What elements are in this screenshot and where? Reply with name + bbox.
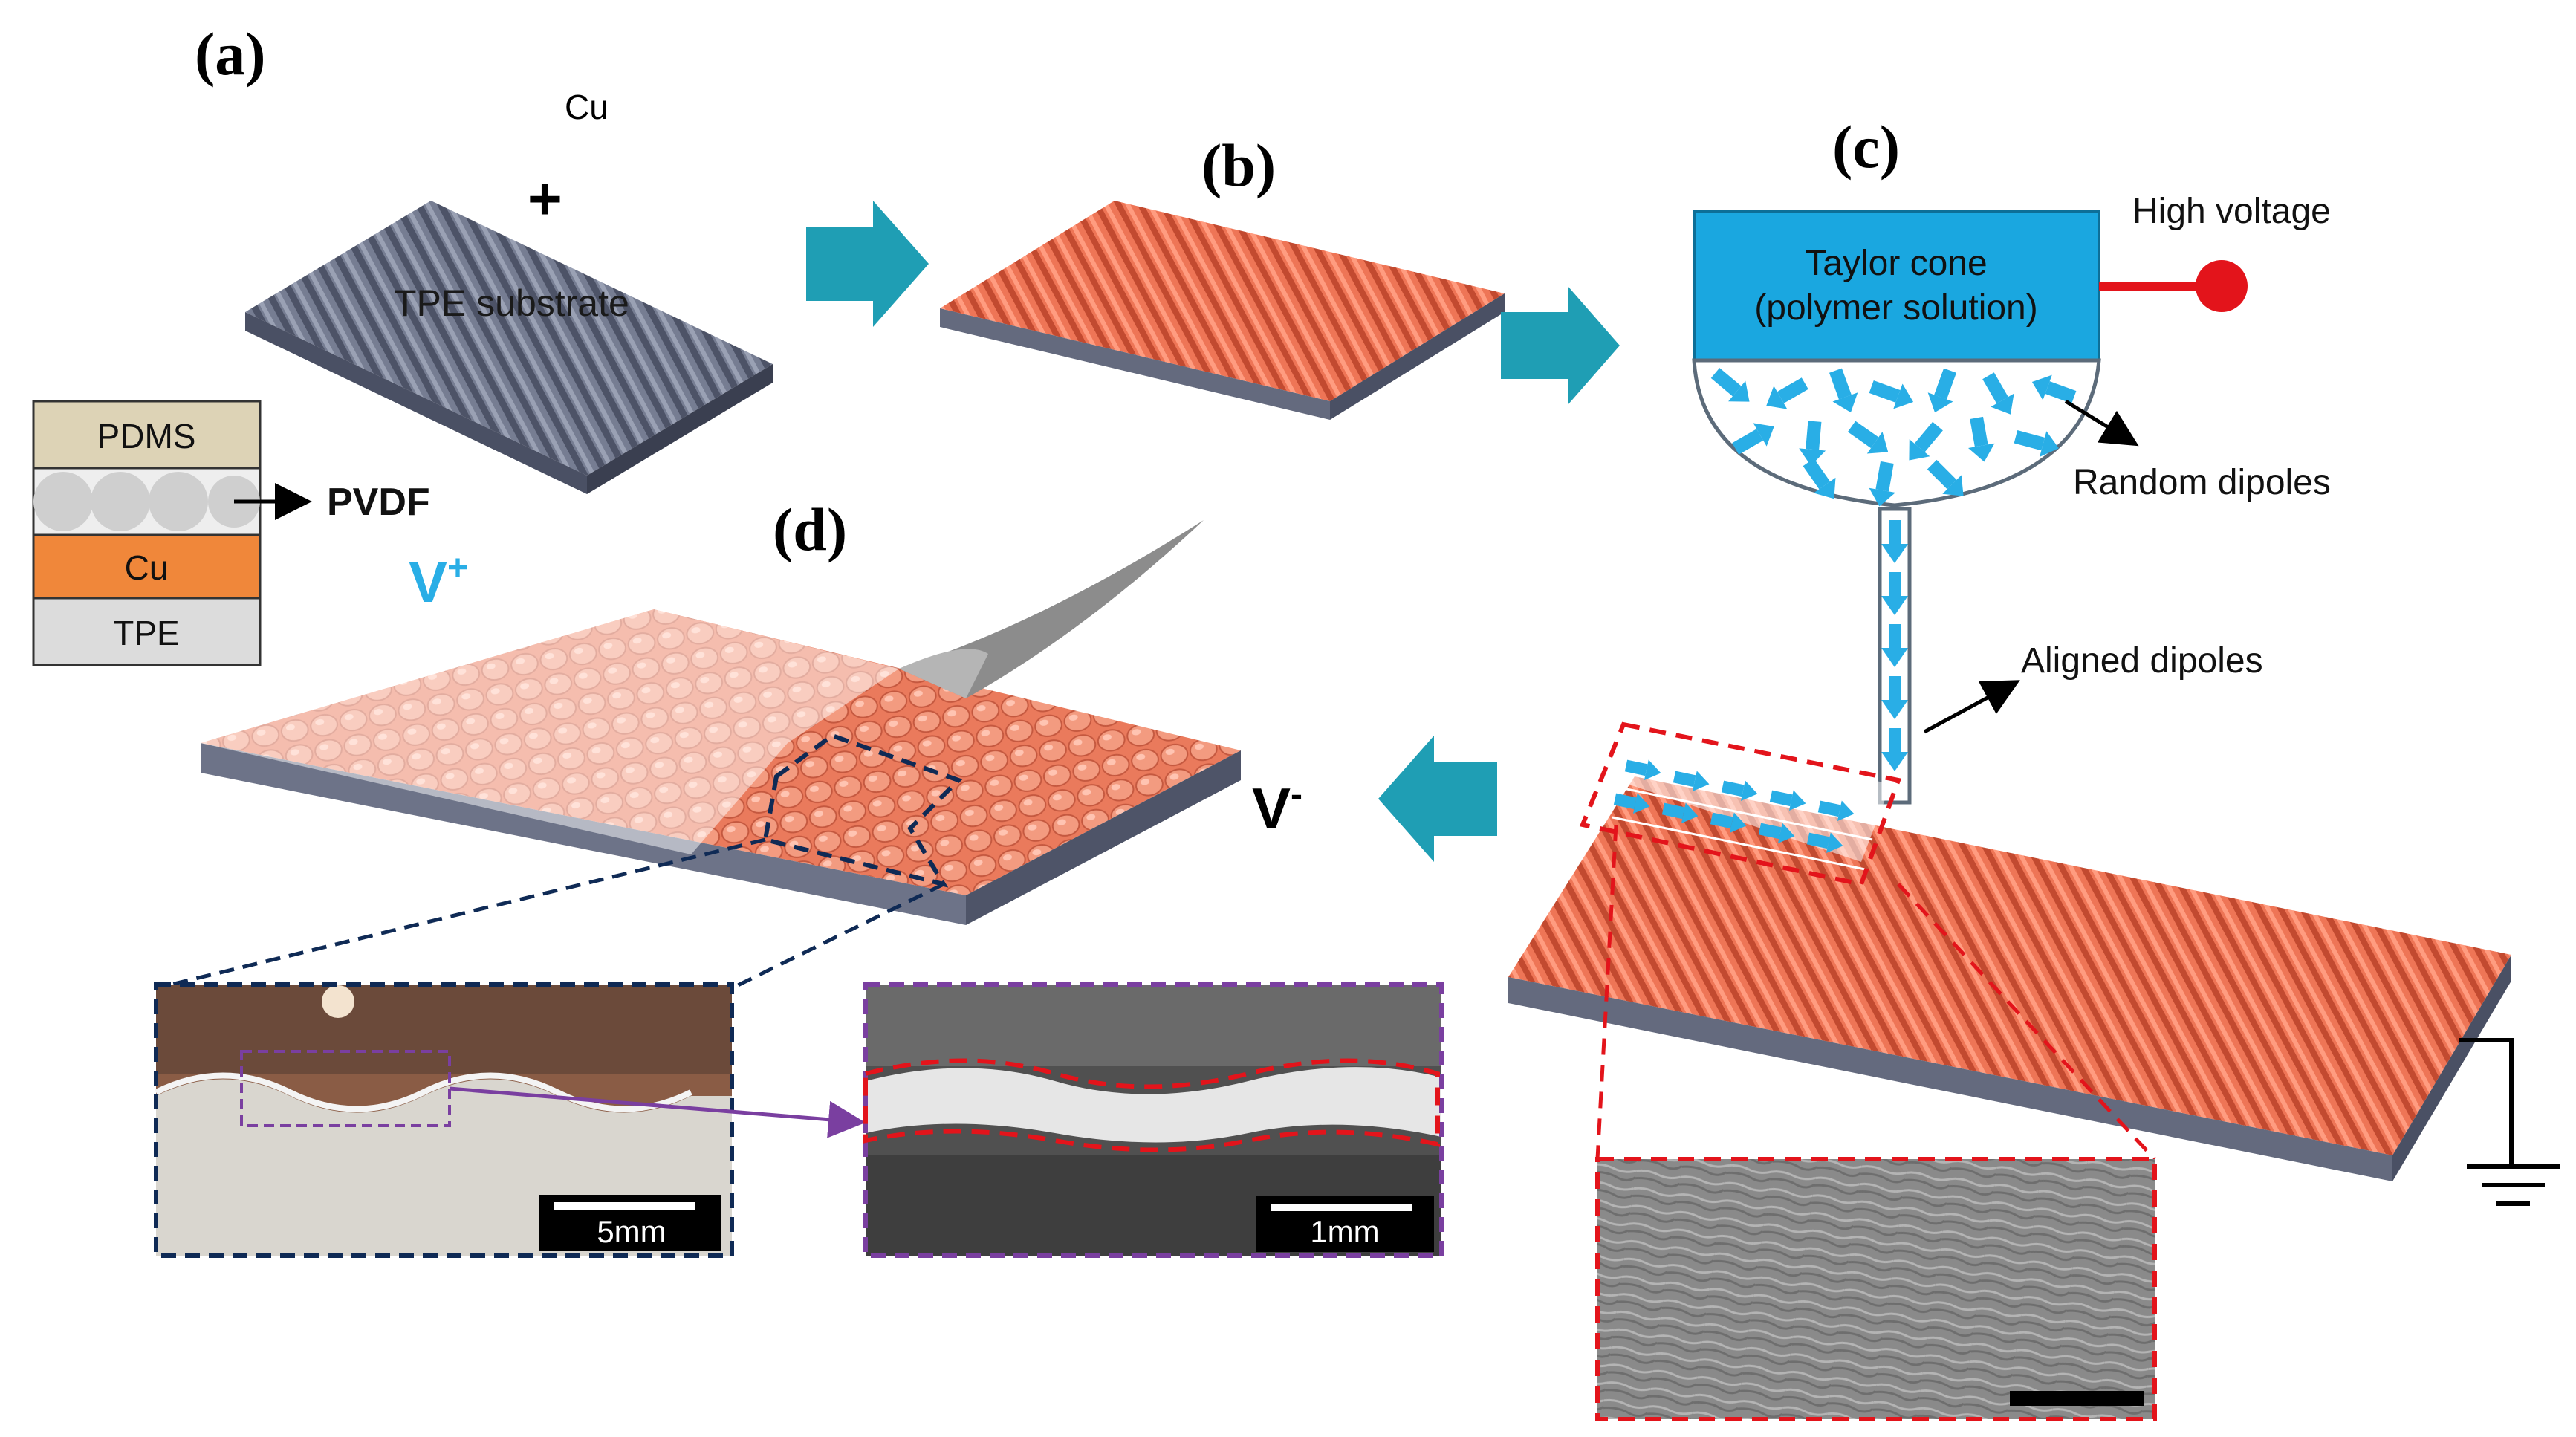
ground-icon [2459,1038,2560,1206]
pvdf-label: PVDF [327,481,430,524]
collector-sheet [1508,776,2511,1181]
cu-coated-sheet [940,201,1505,420]
plus-sign: + [528,166,562,232]
collector-zoom-line-right [1897,883,2156,1161]
aligned-dipoles-label: Aligned dipoles [2021,641,2263,681]
v-minus-label: V- [1252,775,1302,841]
random-dipoles-label: Random dipoles [2073,463,2331,502]
pdms-film-peel [899,520,1204,698]
random-dipoles [1710,368,2077,507]
optical-to-sem-pointer [449,1086,866,1138]
layer-tpe-label: TPE [113,614,179,652]
random-dipoles-pointer [2064,399,2139,447]
process-arrow-2 [1501,286,1620,405]
panel-label-a: (a) [195,20,266,88]
layer-stack-legend [32,400,262,666]
tpe-substrate-label: TPE substrate [394,282,629,324]
layer-pdms [32,400,262,470]
spinning-jet [1878,507,1912,805]
device-zoom-box [762,733,963,888]
layer-pdms-label: PDMS [97,417,196,455]
process-arrow-1 [806,201,929,327]
cu-label: Cu [565,88,609,126]
high-voltage-terminal [2099,260,2248,312]
sem-fiber-image [1595,1157,2157,1421]
sem-fiber-scale-bar [2010,1391,2144,1406]
panel-label-d: (d) [773,496,847,563]
taylor-cone-label-1: Taylor cone [1805,244,1987,283]
deposited-fiber-patch [1605,732,1891,871]
device-zoom-line-right [730,882,945,990]
sem-scale-label: 1mm [1310,1214,1379,1249]
process-arrow-3 [1378,736,1497,862]
optical-cross-section-image [154,982,734,1258]
device-zoom-line-left [155,837,766,990]
sem-cross-section-image [863,982,1444,1258]
taylor-cone-label-2: (polymer solution) [1754,288,2037,328]
panel-label-b: (b) [1201,132,1276,199]
sem-film-outline [863,1058,1440,1152]
v-plus-label: V+ [409,548,468,614]
sem-scale-bar [1271,1204,1412,1211]
aligned-dipoles-pointer [1923,680,2020,734]
panel-label-c: (c) [1832,113,1900,181]
optical-scale-label: 5mm [597,1214,666,1249]
optical-scale-bar [554,1202,695,1210]
device-sheet [201,609,1241,925]
tpe-substrate-sheet [245,201,773,494]
layer-tpe [32,597,262,666]
high-voltage-label: High voltage [2132,192,2331,231]
collector-zoom-line-left [1595,824,1618,1160]
layer-cu-label: Cu [125,548,169,587]
